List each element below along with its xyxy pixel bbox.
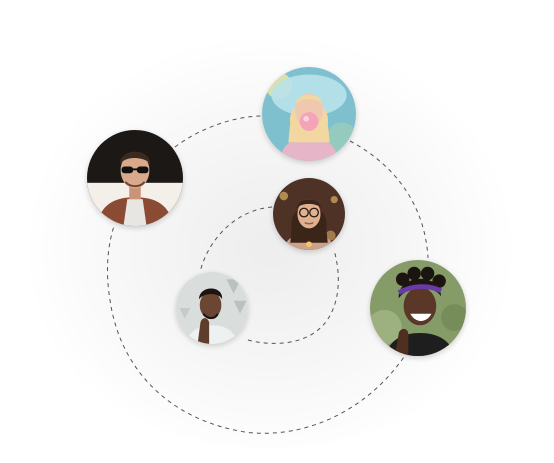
avatar-woman-bubblegum[interactable]: [262, 67, 356, 161]
avatar-man-sunglasses[interactable]: [87, 130, 183, 226]
portrait-image: [176, 272, 248, 344]
avatar-man-thinking[interactable]: [176, 272, 248, 344]
avatar-woman-glasses[interactable]: [273, 178, 345, 250]
portrait-image: [87, 130, 183, 226]
avatar-woman-laughing[interactable]: [370, 260, 466, 356]
portrait-image: [262, 67, 356, 161]
portrait-image: [370, 260, 466, 356]
outer-orbit-path: [106, 115, 429, 434]
portrait-image: [273, 178, 345, 250]
inner-orbit-path: [199, 206, 339, 344]
